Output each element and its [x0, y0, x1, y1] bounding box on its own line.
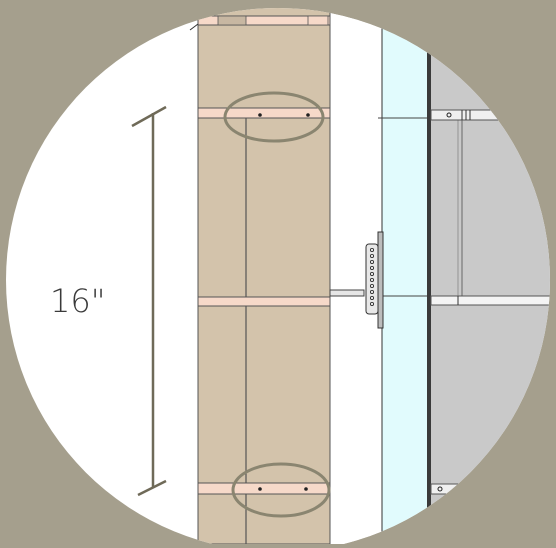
insulation-board — [197, 8, 331, 545]
interior-panel — [431, 8, 550, 544]
mullion-edge — [427, 8, 431, 544]
anchor-rod — [329, 289, 365, 297]
glass-pane — [381, 8, 429, 545]
bottom-rail — [430, 483, 550, 495]
highlight-ellipse-top — [223, 91, 325, 143]
strip-block — [217, 15, 247, 26]
leader-line — [189, 23, 199, 31]
screw-fastener-icon — [304, 487, 308, 491]
fastener-strip — [197, 107, 331, 119]
mid-rail — [430, 295, 550, 306]
fastener-strip — [197, 296, 331, 307]
screw-fastener-icon — [306, 113, 310, 117]
fastener-strip — [197, 482, 331, 495]
strip-block — [307, 15, 329, 26]
screw-fastener-icon — [446, 112, 452, 118]
top-rail — [430, 109, 550, 121]
screw-fastener-icon — [258, 113, 262, 117]
dimension-label: 16" — [50, 282, 106, 320]
screw-fastener-icon — [258, 487, 262, 491]
dimension-line — [131, 105, 167, 497]
bracket-clip-icon — [365, 231, 384, 329]
highlight-ellipse-bottom — [231, 462, 331, 518]
screw-fastener-icon — [437, 486, 443, 492]
